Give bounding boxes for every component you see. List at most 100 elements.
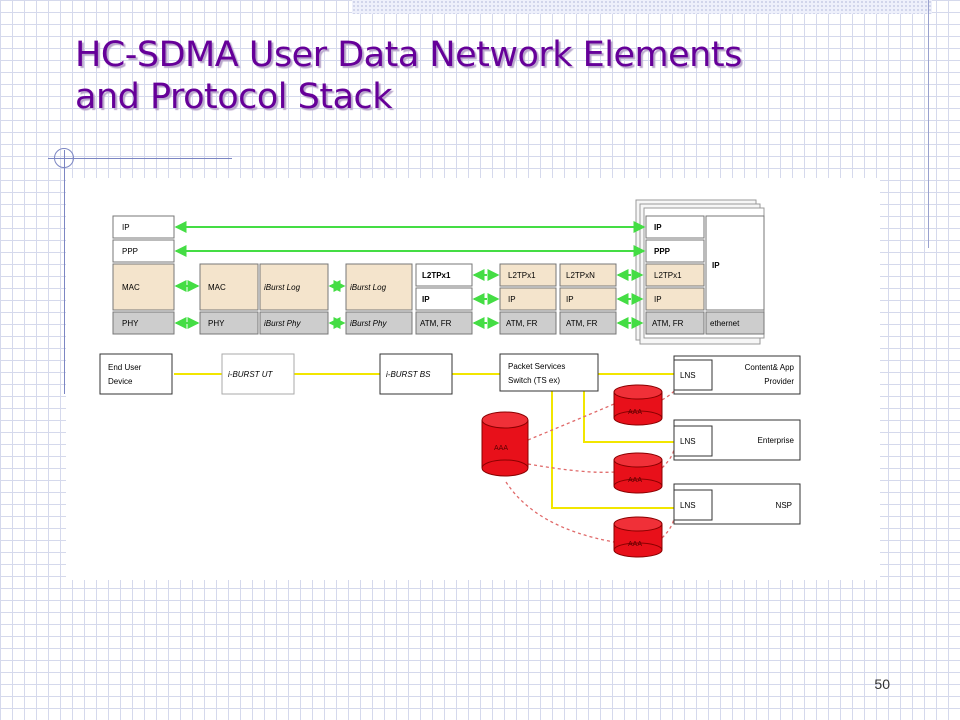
provider-1: LNS Content& App Provider	[673, 355, 801, 395]
bs-ip-label: IP	[422, 295, 430, 304]
slide-number: 50	[874, 676, 890, 692]
end-user-ppp-layer	[112, 239, 175, 263]
ut-node: i-BURST UT	[221, 353, 295, 395]
provider-2: LNS Enterprise	[673, 419, 801, 461]
end-user-mac-layer	[112, 263, 175, 311]
provider-2-label: Enterprise	[758, 436, 795, 445]
aaa-server-2: AAA	[613, 384, 663, 426]
aaa-1-top	[481, 411, 529, 429]
ut-iburst-log-label: iBurst Log	[264, 283, 301, 292]
bs-stack: iBurst Log iBurst Phy L2TPx1 IP ATM, FR	[345, 263, 473, 335]
end-user-ip-label: IP	[122, 223, 130, 232]
ts-l2tp-a-label: L2TPx1	[508, 271, 536, 280]
network-diagram: IP PPP MAC PHY MAC PHY iBurst Log iBurst…	[66, 178, 880, 580]
lns1-label: LNS	[680, 371, 696, 380]
lns-stack: IP PPP L2TPx1 IP ATM, FR IP ethernet	[635, 199, 765, 345]
link-ts-lns2	[583, 391, 674, 443]
lns3-box	[673, 489, 713, 521]
ut-iburst-phy-layer	[259, 311, 329, 335]
bs-iburst-log-label: iBurst Log	[350, 283, 387, 292]
bs-node: i-BURST BS	[379, 353, 453, 395]
top-decorative-band	[352, 0, 932, 14]
network-diagram-svg: IP PPP MAC PHY MAC PHY iBurst Log iBurst…	[99, 199, 801, 558]
aaa-link-5	[661, 443, 675, 469]
aaa-server-3: AAA	[613, 452, 663, 494]
ts-node-box	[499, 353, 599, 392]
ts-ip-b-layer	[559, 287, 617, 311]
ts-atm-a-layer	[499, 311, 557, 335]
end-user-device-box	[99, 353, 173, 395]
aaa-1-bottom	[481, 459, 529, 477]
lns-l2tp-layer	[645, 263, 705, 287]
ut-phy-layer	[199, 311, 259, 335]
aaa-3-label: AAA	[628, 477, 642, 484]
decorative-circle-icon	[54, 148, 74, 168]
lns-ip-right-label: IP	[712, 261, 720, 270]
lns-ip-label: IP	[654, 223, 662, 232]
ut-iburst-log-layer	[259, 263, 329, 311]
aaa-server-4: AAA	[613, 516, 663, 558]
ts-l2tp-b-layer	[559, 263, 617, 287]
lns-ppp-label: PPP	[654, 247, 671, 256]
aaa-server-1: AAA	[481, 411, 529, 477]
end-user-stack: IP PPP MAC PHY	[112, 215, 175, 335]
ts-atm-a-label: ATM, FR	[506, 319, 538, 328]
end-user-device-label-1: End User	[108, 363, 142, 372]
provider-3-label: NSP	[776, 501, 792, 510]
aaa-link-6	[661, 511, 675, 539]
bs-iburst-log-layer	[345, 263, 413, 311]
provider-3: LNS NSP	[673, 483, 801, 525]
decorative-horizontal-line	[48, 158, 232, 159]
aaa-2-top	[613, 384, 663, 400]
aaa-4-top	[613, 516, 663, 532]
provider-1-label-1: Content& App	[745, 363, 795, 372]
ut-stack: MAC PHY iBurst Log iBurst Phy	[199, 263, 329, 335]
aaa-link-2	[527, 463, 615, 473]
aaa-link-3	[505, 481, 615, 543]
aaa-1-label: AAA	[494, 445, 508, 452]
ut-node-label: i-BURST UT	[228, 370, 274, 379]
bs-atm-label: ATM, FR	[420, 319, 452, 328]
lns-ip2-layer	[645, 287, 705, 311]
ts-l2tp-b-label: L2TPxN	[566, 271, 595, 280]
lns-l2tp-label: L2TPx1	[654, 271, 682, 280]
lns-atm-label: ATM, FR	[652, 319, 684, 328]
slide-title-line-1: HC-SDMA User Data Network Elements	[75, 35, 742, 75]
decorative-vertical-line	[64, 150, 65, 394]
lns3-label: LNS	[680, 501, 696, 510]
bs-iburst-phy-label: iBurst Phy	[350, 319, 387, 328]
aaa-3-top	[613, 452, 663, 468]
ts-node-label-1: Packet Services	[508, 362, 565, 371]
lns-atm-layer	[645, 311, 705, 335]
aaa-4-label: AAA	[628, 541, 642, 548]
ts-ip-a-label: IP	[508, 295, 516, 304]
ts-ip-b-label: IP	[566, 295, 574, 304]
ts-ip-a-layer	[499, 287, 557, 311]
bs-node-label: i-BURST BS	[386, 370, 431, 379]
lns-ip-layer	[645, 215, 705, 239]
aaa-2-label: AAA	[628, 409, 642, 416]
end-user-device-label-2: Device	[108, 377, 133, 386]
ut-mac-layer	[199, 263, 259, 311]
lns2-label: LNS	[680, 437, 696, 446]
lns1-box	[673, 359, 713, 391]
end-user-mac-label: MAC	[122, 283, 140, 292]
ts-atm-b-label: ATM, FR	[566, 319, 598, 328]
bs-iburst-phy-layer	[345, 311, 413, 335]
end-user-ip-layer	[112, 215, 175, 239]
peer-links	[174, 221, 646, 329]
lns2-box	[673, 425, 713, 457]
end-user-phy-label: PHY	[122, 319, 139, 328]
bs-node-box	[379, 353, 453, 395]
bs-l2tp-layer	[415, 263, 473, 287]
ut-mac-label: MAC	[208, 283, 226, 292]
right-decorative-line	[928, 0, 929, 248]
bs-ip-layer	[415, 287, 473, 311]
provider-1-label-2: Provider	[764, 377, 794, 386]
ts-atm-b-layer	[559, 311, 617, 335]
end-user-device-node: End User Device	[99, 353, 173, 395]
ts-node: Packet Services Switch (TS ex)	[499, 353, 599, 392]
slide-title: HC-SDMA User Data Network Elements and P…	[75, 34, 742, 118]
slide-title-line-2: and Protocol Stack	[75, 77, 393, 117]
ts-stack: L2TPx1 IP ATM, FR L2TPxN IP ATM, FR	[499, 263, 617, 335]
